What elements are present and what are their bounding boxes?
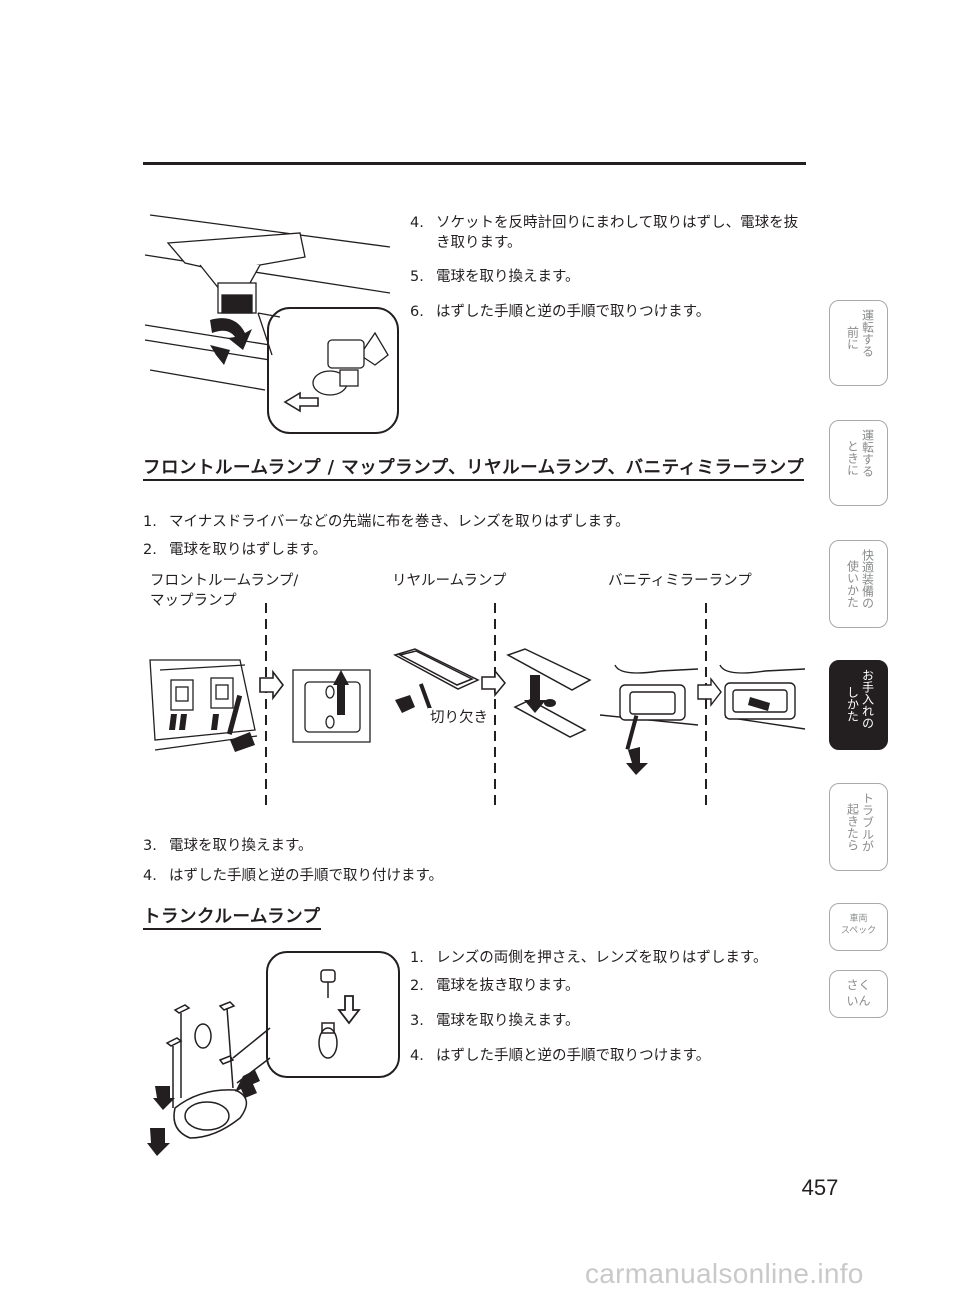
- caption-vanity-mirror-lamp: バニティミラーランプ: [608, 573, 752, 589]
- step-text: 電球を取り換えます。: [169, 838, 313, 854]
- front-room-lamp-illustration: [149, 659, 371, 752]
- step-item: 2. 電球を取りはずします。: [143, 540, 630, 560]
- tab-label-line: 起きたら: [845, 803, 860, 851]
- step-item: 1. レンズの両側を押さえ、レンズを取りはずします。: [410, 948, 767, 968]
- socket-removal-illustration: [144, 214, 399, 434]
- tab-label-line: ときに: [845, 440, 860, 476]
- tab-label-line: 使いかた: [845, 560, 860, 608]
- side-tab-comfort-equipment[interactable]: 快適装備の 使いかた: [829, 540, 888, 628]
- step-item: 6. はずした手順と逆の手順で取りつけます。: [410, 302, 806, 322]
- section-heading-interior-lamps: フロントルームランプ / マップランプ、リヤルームランプ、バニティミラーランプ: [143, 456, 808, 481]
- tab-label-line: お手入れの: [860, 669, 875, 729]
- step-number: 2.: [410, 978, 424, 994]
- side-tab-before-driving[interactable]: 運転する 前に: [829, 300, 888, 386]
- step-number: 1.: [410, 950, 424, 966]
- step-text: はずした手順と逆の手順で取りつけます。: [436, 304, 711, 320]
- step-item: 4. ソケットを反時計回りにまわして取りはずし、電球を抜き取ります。: [410, 213, 806, 253]
- tab-label-line: しかた: [845, 686, 860, 722]
- tab-label-line: さく: [846, 978, 871, 992]
- header-rule: [143, 162, 806, 165]
- step-number: 3.: [410, 1013, 424, 1029]
- step-text: ソケットを反時計回りにまわして取りはずし、電球を抜き取ります。: [436, 215, 799, 251]
- tab-label-line: 運転する: [860, 429, 875, 477]
- vanity-mirror-lamp-illustration: [599, 664, 806, 775]
- rear-room-lamp-illustration: [393, 648, 592, 738]
- step-item: 3. 電球を取り換えます。: [410, 1011, 767, 1031]
- step-number: 2.: [143, 542, 157, 558]
- step-number: 6.: [410, 304, 424, 320]
- step-text: はずした手順と逆の手順で取り付けます。: [169, 868, 444, 884]
- step-number: 3.: [143, 838, 157, 854]
- section-heading-trunk-room-lamp: トランクルームランプ: [143, 905, 321, 930]
- tab-label-line: スペック: [840, 926, 877, 936]
- step-item: 5. 電球を取り換えます。: [410, 267, 806, 287]
- step-text: はずした手順と逆の手順で取りつけます。: [436, 1048, 711, 1064]
- side-tab-when-driving[interactable]: 運転する ときに: [829, 420, 888, 506]
- side-tab-maintenance[interactable]: お手入れの しかた: [829, 660, 888, 750]
- step-number: 4.: [410, 1048, 424, 1064]
- trunk-room-lamp-illustration: [147, 951, 400, 1156]
- step-number: 4.: [410, 215, 424, 231]
- tab-label-line: 車両: [849, 914, 868, 924]
- step-number: 1.: [143, 514, 157, 530]
- step-text: マイナスドライバーなどの先端に布を巻き、レンズを取りはずします。: [169, 514, 630, 530]
- step-item: 2. 電球を抜き取ります。: [410, 976, 767, 996]
- side-tab-vehicle-specs[interactable]: 車両 スペック: [829, 903, 888, 951]
- side-tab-index[interactable]: さく いん: [829, 970, 888, 1018]
- step-item: 1. マイナスドライバーなどの先端に布を巻き、レンズを取りはずします。: [143, 512, 630, 532]
- side-tab-troubleshooting[interactable]: トラブルが 起きたら: [829, 783, 888, 871]
- step-number: 4.: [143, 868, 157, 884]
- caption-map-lamp: マップランプ: [150, 593, 237, 609]
- tab-label-line: 運転する: [860, 309, 875, 357]
- step-item: 4. はずした手順と逆の手順で取り付けます。: [143, 866, 443, 886]
- tab-label-line: いん: [846, 994, 871, 1008]
- step-text: 電球を抜き取ります。: [436, 978, 580, 994]
- step-item: 3. 電球を取り換えます。: [143, 836, 443, 856]
- step-text: 電球を取りはずします。: [169, 542, 328, 558]
- step-text: 電球を取り換えます。: [436, 269, 580, 285]
- step-text: 電球を取り換えます。: [436, 1013, 580, 1029]
- tab-label-line: 快適装備の: [860, 549, 875, 609]
- tab-label-line: トラブルが: [860, 792, 875, 852]
- watermark: carmanualsonline.info: [585, 1258, 864, 1289]
- step-text: レンズの両側を押さえ、レンズを取りはずします。: [436, 950, 768, 966]
- caption-front-room-lamp: フロントルームランプ/: [150, 573, 299, 589]
- caption-rear-room-lamp: リヤルームランプ: [392, 573, 507, 589]
- tab-label-line: 前に: [845, 326, 860, 350]
- step-number: 5.: [410, 269, 424, 285]
- notch-label: 切り欠き: [428, 708, 490, 728]
- page-number: 457: [801, 1175, 839, 1200]
- step-item: 4. はずした手順と逆の手順で取りつけます。: [410, 1046, 767, 1066]
